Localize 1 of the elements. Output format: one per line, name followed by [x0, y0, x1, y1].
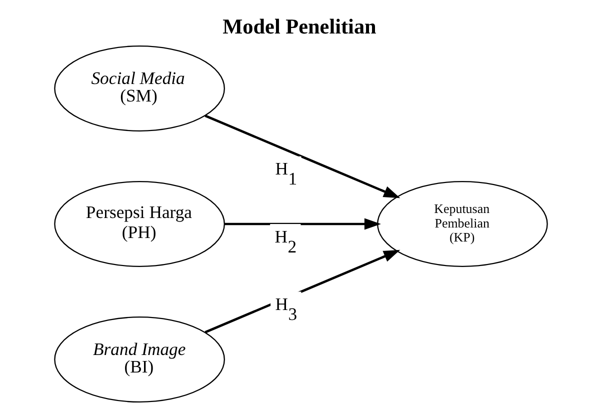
diagram-title: Model Penelitian: [222, 14, 376, 39]
